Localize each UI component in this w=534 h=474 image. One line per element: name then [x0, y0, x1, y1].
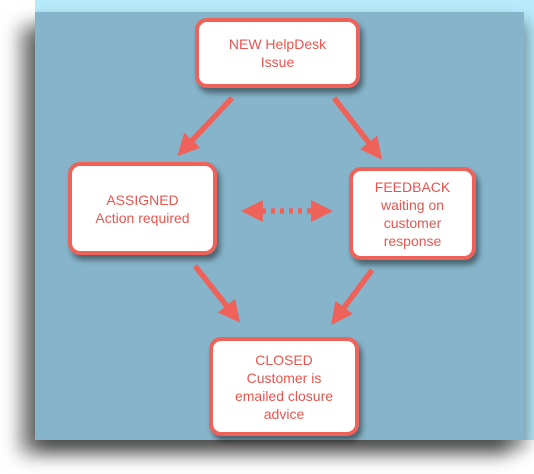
right-background-band: [524, 0, 534, 440]
node-closed-title: CLOSED: [255, 351, 313, 368]
node-new-title: NEW HelpDesk: [228, 36, 327, 52]
top-background-band: [35, 0, 534, 12]
node-assigned: ASSIGNED Action required: [68, 162, 217, 255]
node-feedback-line-4: response: [383, 232, 442, 249]
node-assigned-subtitle: Action required: [95, 209, 190, 226]
arrow-feedback-to-closed: [331, 268, 375, 325]
node-closed-line-3: emailed closure: [234, 387, 334, 404]
node-feedback: FEEDBACK waiting on customer response: [349, 167, 476, 260]
node-closed-line-2: Customer is: [246, 369, 322, 386]
arrow-new-to-assigned: [177, 96, 235, 157]
node-feedback-title: FEEDBACK: [374, 178, 451, 195]
arrow-new-to-feedback: [331, 96, 383, 160]
node-feedback-line-2: waiting on: [380, 196, 445, 213]
node-feedback-line-3: customer: [383, 214, 442, 231]
node-closed-line-4: advice: [263, 405, 305, 422]
node-closed: CLOSED Customer is emailed closure advic…: [209, 337, 359, 436]
node-assigned-title: ASSIGNED: [106, 191, 179, 208]
arrow-assigned-to-closed: [192, 264, 241, 323]
node-new-subtitle: Issue: [260, 54, 295, 70]
node-new-issue: NEW HelpDesk Issue: [195, 18, 360, 88]
